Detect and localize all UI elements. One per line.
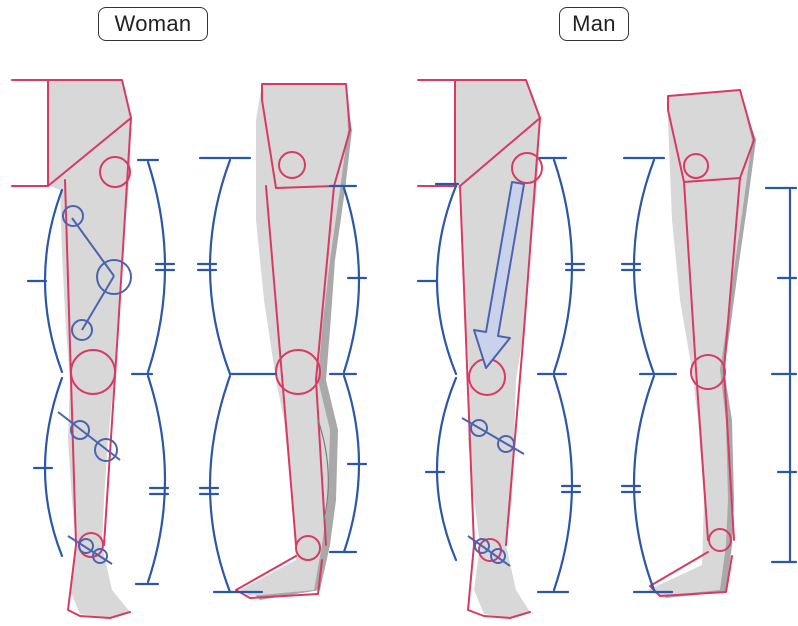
man-front-leg [418,80,584,618]
man-front-right-brackets [538,158,584,592]
man-side-right-brackets [766,188,796,562]
woman-front-leg [12,80,174,618]
woman-front-left-brackets [28,190,62,556]
man-front-left-brackets [418,184,458,560]
man-side-left-brackets [622,158,676,592]
woman-side-leg [198,84,366,600]
man-side-leg [622,90,796,598]
woman-front-right-brackets [132,160,174,584]
